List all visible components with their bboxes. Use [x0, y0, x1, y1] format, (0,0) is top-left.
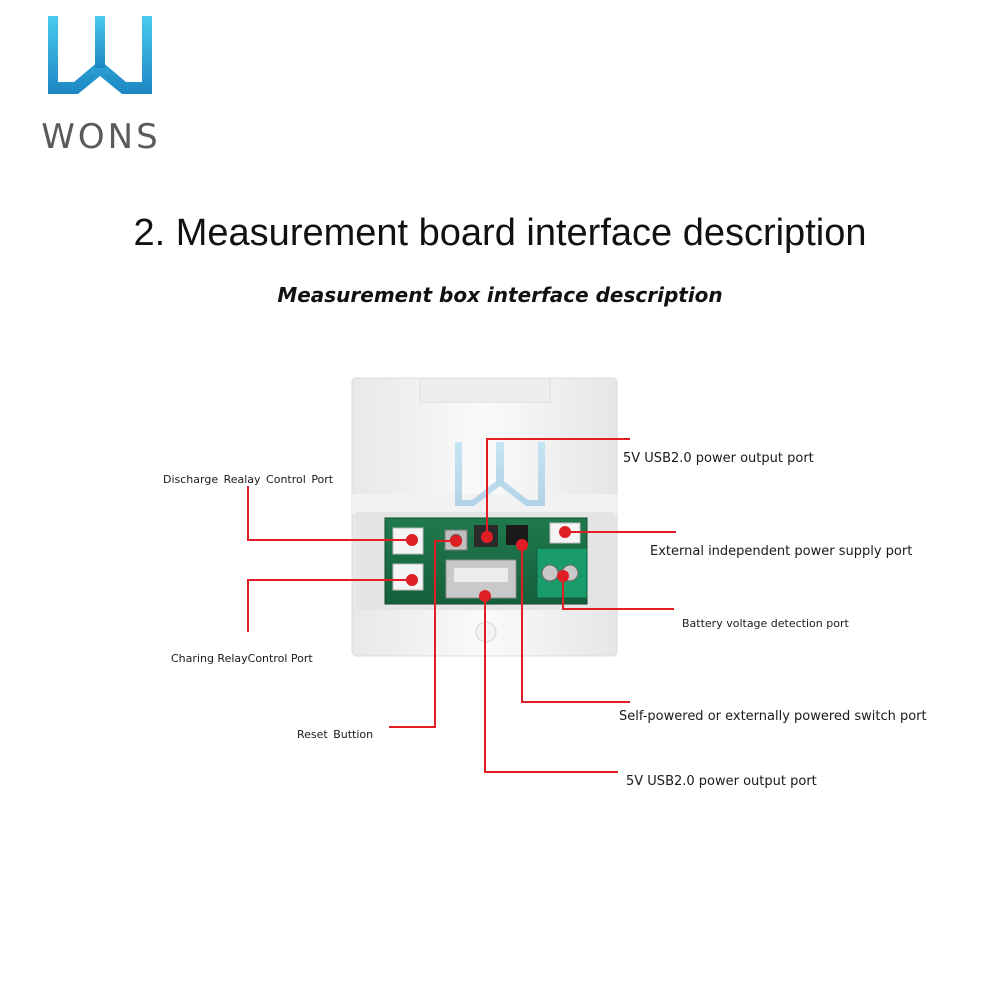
brand-name: WONS [41, 117, 161, 157]
leader-switch [521, 545, 630, 703]
leader-reset [389, 540, 456, 728]
dot-usb-top [481, 531, 493, 543]
dot-reset [450, 535, 462, 547]
label-usb-output-top: 5V USB2.0 power output port [623, 451, 814, 466]
label-power-switch-port: Self-powered or externally powered switc… [619, 709, 927, 724]
leader-lines [247, 438, 676, 773]
watermark-logo [455, 442, 545, 506]
dot-charging [406, 574, 418, 586]
label-charging-relay-port: Charing RelayControl Port [171, 652, 313, 665]
anchor-dots [406, 526, 571, 602]
dot-usb-bottom [479, 590, 491, 602]
dot-discharge [406, 534, 418, 546]
label-discharge-relay-port: Discharge Realay Control Port [163, 473, 334, 486]
leader-battery [562, 576, 674, 610]
dot-battery [557, 570, 569, 582]
label-reset-button: Reset Buttion [297, 728, 374, 741]
leader-usb-top [486, 438, 630, 537]
dot-external [559, 526, 571, 538]
brand-logo: WONS [18, 16, 184, 154]
leader-discharge [247, 486, 412, 541]
label-usb-output-bottom: 5V USB2.0 power output port [626, 774, 817, 789]
leader-usb-bottom [484, 596, 618, 773]
label-external-power-port: External independent power supply port [650, 544, 913, 559]
page-title: 2. Measurement board interface descripti… [133, 212, 867, 254]
page-subtitle: Measurement box interface description [277, 283, 723, 307]
dot-switch [516, 539, 528, 551]
label-battery-voltage-port: Battery voltage detection port [682, 617, 849, 630]
wons-logo-icon [48, 16, 152, 94]
leader-charging [247, 579, 412, 632]
